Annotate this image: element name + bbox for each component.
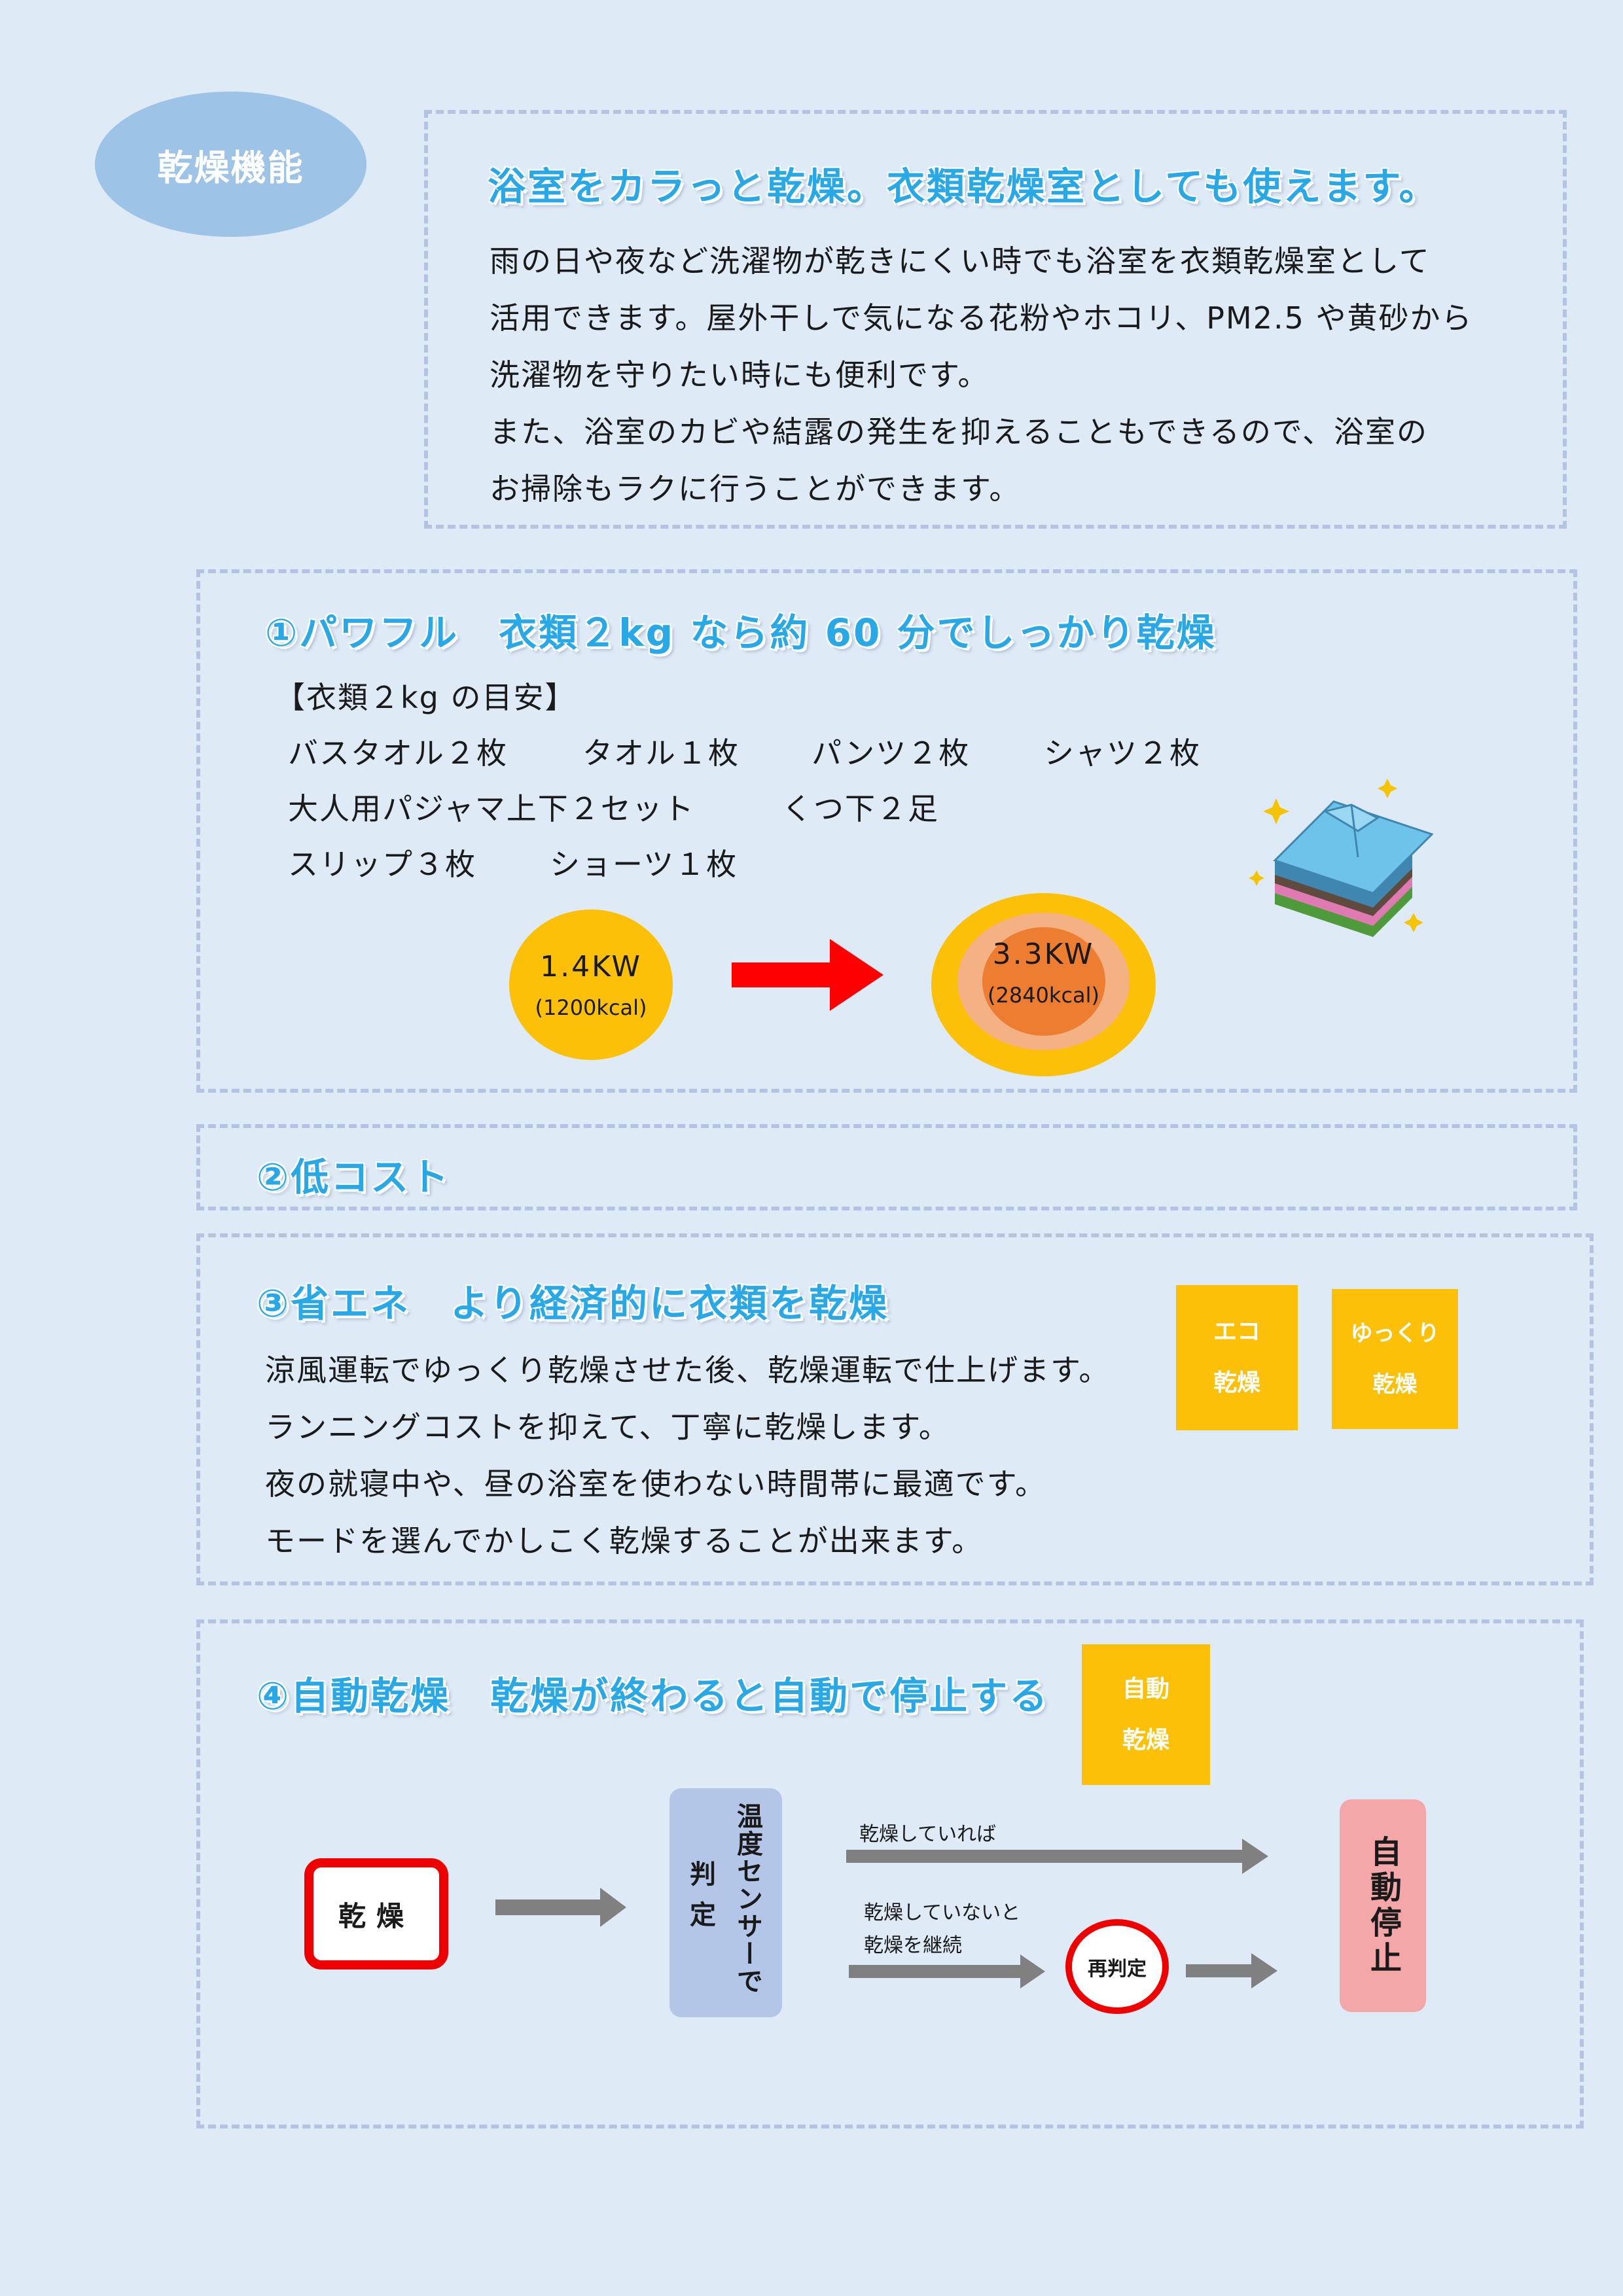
badge-label: 乾燥機能 xyxy=(157,147,304,188)
red-arrow xyxy=(732,939,883,1011)
section-3-box xyxy=(196,1233,1594,1585)
clothes-item: タオル１枚 xyxy=(582,735,740,771)
folded-shirts-illustration xyxy=(1249,779,1433,937)
flow-arrow xyxy=(846,1839,1268,1874)
judge-label: 判定 xyxy=(685,1860,715,1941)
section-badge: 乾燥機能 xyxy=(95,92,366,237)
clothes-item: シャツ２枚 xyxy=(1044,735,1201,771)
intro-box xyxy=(424,110,1567,529)
slow-dry-button[interactable]: ゆっくり 乾燥 xyxy=(1332,1289,1458,1429)
power-circle-small: 1.4KW (1200kcal) xyxy=(509,910,673,1060)
intro-line: 洗濯物を守りたい時にも便利です。 xyxy=(490,357,990,393)
clothes-item: パンツ２枚 xyxy=(812,735,971,771)
section-3-line: ランニングコストを抑えて、丁寧に乾燥します。 xyxy=(265,1409,950,1445)
intro-line: 活用できます。屋外干しで気になる花粉やホコリ、PM2.5 や黄砂から xyxy=(490,300,1473,336)
start-dry-label: 乾燥 xyxy=(338,1899,414,1932)
clothes-item: ショーツ１枚 xyxy=(550,847,738,882)
section-3-line: モードを選んでかしこく乾燥することが出来ます。 xyxy=(265,1523,984,1559)
dry-condition-label: 乾燥していれば xyxy=(859,1823,997,1846)
power-small-kw: 1.4KW xyxy=(540,949,642,983)
auto-stop-box: 自動停止 xyxy=(1340,1799,1426,2012)
recheck-circle: 再判定 xyxy=(1065,1919,1169,2014)
not-dry-label-1: 乾燥していないと xyxy=(864,1901,1021,1924)
temperature-sensor-box: 温度センサーで 判定 xyxy=(669,1788,782,2017)
eco-dry-button[interactable]: エコ 乾燥 xyxy=(1176,1285,1298,1430)
power-large-kw: 3.3KW xyxy=(992,938,1095,971)
power-large-kcal: (2840kcal) xyxy=(987,983,1100,1008)
sparkle-icon xyxy=(1249,779,1423,932)
flow-arrow xyxy=(849,1954,1045,1988)
section-3-line: 涼風運転でゆっくり乾燥させた後、乾燥運転で仕上げます。 xyxy=(265,1352,1111,1388)
clothes-item: 大人用パジャマ上下２セット xyxy=(288,791,695,826)
section-2-title: ②低コスト xyxy=(257,1155,451,1199)
power-small-kcal: (1200kcal) xyxy=(535,995,647,1020)
intro-line: お掃除もラクに行うことができます。 xyxy=(490,471,1021,506)
section-1-box xyxy=(196,569,1577,1093)
section-4-title: ④自動乾燥 乾燥が終わると自動で停止する xyxy=(257,1674,1050,1718)
auto-stop-label: 自動停止 xyxy=(1364,1835,1401,1977)
sensor-label: 温度センサーで xyxy=(732,1803,762,1995)
recheck-label: 再判定 xyxy=(1088,1957,1147,1981)
section-3-title: ③省エネ より経済的に衣類を乾燥 xyxy=(257,1281,889,1326)
clothes-guide-heading: 【衣類２kg の目安】 xyxy=(275,680,577,715)
flow-arrow xyxy=(1186,1953,1277,1988)
flow-arrow xyxy=(495,1888,626,1927)
clothes-item: バスタオル２枚 xyxy=(288,735,508,771)
start-dry-box: 乾燥 xyxy=(304,1858,448,1969)
clothes-item: くつ下２足 xyxy=(782,791,939,826)
power-circle-large: 3.3KW (2840kcal) xyxy=(931,893,1156,1076)
section-1-title: ①パワフル 衣類２kg なら約 60 分でしっかり乾燥 xyxy=(265,610,1217,655)
auto-dry-button[interactable]: 自動 乾燥 xyxy=(1082,1644,1210,1785)
intro-line: また、浴室のカビや結露の発生を抑えることもできるので、浴室の xyxy=(490,414,1429,450)
clothes-item: スリップ３枚 xyxy=(288,847,476,882)
intro-title: 浴室をカラっと乾燥。衣類乾燥室としても使えます。 xyxy=(488,164,1439,209)
section-3-line: 夜の就寝中や、昼の浴室を使わない時間帯に最適です。 xyxy=(265,1466,1047,1502)
section-4-box xyxy=(196,1619,1584,2128)
section-2-box xyxy=(196,1124,1577,1210)
not-dry-label-2: 乾燥を継続 xyxy=(864,1934,962,1957)
intro-line: 雨の日や夜など洗濯物が乾きにくい時でも浴室を衣類乾燥室として xyxy=(490,243,1431,279)
